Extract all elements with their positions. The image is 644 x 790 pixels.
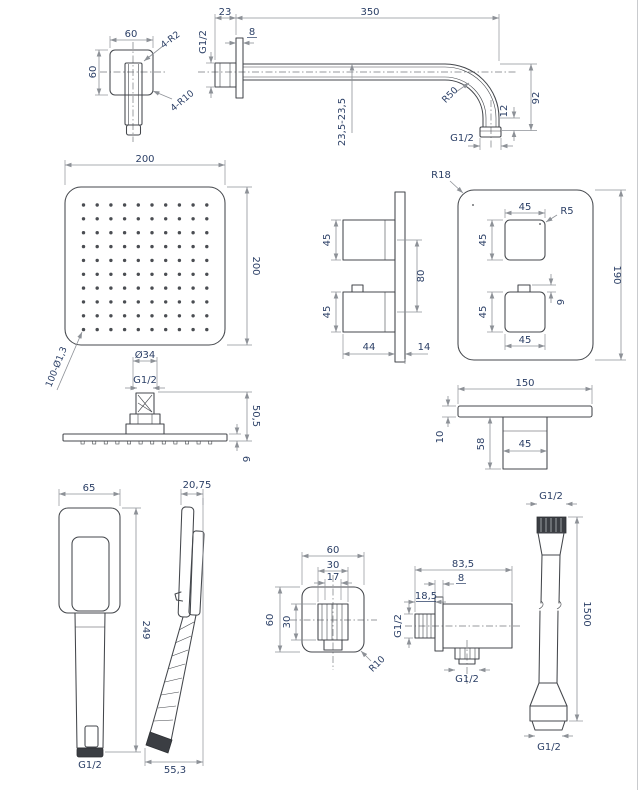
- dim-outlet-bore: 17: [327, 572, 340, 583]
- dim-plate-knob-width-top: 45: [519, 202, 532, 213]
- outlet-thread-hatch: [321, 604, 343, 640]
- dim-outlet-inner-width: 30: [327, 560, 340, 571]
- dim-outlet-outlet-thread: G1/2: [455, 674, 479, 685]
- view-handshower-side: 20,75 55,3: [144, 480, 212, 776]
- label-plate-knob-radius: R5: [560, 206, 573, 217]
- view-valve-top: 150 10 58 45: [435, 378, 593, 470]
- dim-top-knob: 45: [519, 439, 532, 450]
- hose-nut-knurl: [540, 518, 562, 532]
- dim-arm-offset: 23: [219, 7, 232, 18]
- dim-escutcheon-width: 60: [125, 29, 138, 40]
- dim-plate-tab: 6: [554, 299, 565, 305]
- dim-top-plate: 10: [435, 431, 446, 444]
- outlet-inlet-thread: [418, 614, 432, 638]
- dim-outlet-width: 60: [327, 545, 340, 556]
- dim-arm-outlet-thread: G1/2: [450, 133, 474, 144]
- dim-arm-length: 350: [360, 7, 379, 18]
- dim-plate-height: 190: [611, 265, 622, 284]
- view-head-side: Ø34 G1/2 50,5 6: [62, 349, 261, 462]
- label-escutcheon-outer-radius: 4-R10: [168, 88, 196, 114]
- dim-handshower-width: 65: [83, 483, 96, 494]
- dim-arm-flange: 8: [249, 27, 255, 38]
- dim-escutcheon-height: 60: [88, 66, 99, 79]
- label-head-nozzles: 100-Ø1,3: [44, 345, 70, 389]
- dim-handshower-thread: G1/2: [78, 760, 102, 771]
- outlet-bottom-thread: [459, 648, 476, 659]
- dim-outlet-inlet-length: 18,5: [415, 591, 437, 602]
- dim-arm-tube: 23,5-23,5: [337, 98, 348, 146]
- dim-handshower-length: 249: [140, 620, 151, 639]
- label-escutcheon-inner-radius: 4-R2: [159, 29, 183, 51]
- view-valve-front: R18 45 R5 45 6 45 45 190: [431, 170, 626, 361]
- dim-valve-spacing: 80: [416, 270, 427, 283]
- dim-plate-knob-height-bottom: 45: [478, 306, 489, 319]
- dim-head-width: 200: [135, 154, 154, 165]
- view-outlet-side: 83,5 8 18,5 G1/2 G1/2: [393, 559, 522, 685]
- view-outlet-front: 60 30 17 60 30 R10: [265, 545, 388, 675]
- dim-arm-tip: 12: [499, 105, 510, 118]
- handle-knurl: [153, 621, 195, 722]
- dim-handshower-top-width: 20,75: [183, 480, 212, 491]
- nozzle-row: [80, 440, 213, 445]
- dim-head-height: 200: [250, 256, 261, 275]
- dim-outlet-flange: 8: [458, 573, 464, 584]
- dim-valve-depth: 44: [363, 342, 376, 353]
- label-plate-corner: R18: [431, 170, 451, 181]
- view-escutcheon: 60 60 4-R2 4-R10: [88, 29, 196, 142]
- dim-valve-knob-top: 45: [322, 234, 333, 247]
- dim-head-plate-thickness: 6: [240, 456, 251, 462]
- dim-outlet-height: 60: [265, 614, 276, 627]
- view-handshower-front: 65 249 G1/2: [58, 483, 151, 771]
- dim-handshower-bottom-width: 55,3: [164, 765, 186, 776]
- dim-outlet-inner-height: 30: [282, 616, 293, 629]
- dim-outlet-inlet-thread: G1/2: [393, 614, 404, 638]
- dim-plate-knob-width-bottom: 45: [519, 335, 532, 346]
- dim-head-hub-diameter: Ø34: [135, 349, 156, 361]
- nozzle-grid: [81, 203, 209, 332]
- dim-hose-length: 1500: [581, 601, 592, 626]
- dim-hose-top-thread: G1/2: [539, 491, 563, 502]
- dim-arm-drop: 92: [531, 92, 542, 105]
- dim-head-thread: G1/2: [133, 375, 157, 386]
- dim-head-height-side: 50,5: [250, 405, 261, 427]
- dim-arm-inlet-thread: G1/2: [198, 30, 209, 54]
- dim-outlet-length: 83,5: [452, 559, 474, 570]
- view-hose: G1/2 1500 G1/2: [524, 491, 592, 753]
- dim-top-depth: 58: [476, 438, 487, 451]
- label-outlet-corner: R10: [367, 654, 388, 675]
- view-valve-side: 45 45 80 44 14: [322, 191, 431, 364]
- dim-top-width: 150: [515, 378, 534, 389]
- dim-plate-knob-height-top: 45: [478, 234, 489, 247]
- dim-hose-bottom-thread: G1/2: [537, 742, 561, 753]
- dim-valve-knob-bottom: 45: [322, 306, 333, 319]
- dim-valve-plate: 14: [418, 342, 431, 353]
- label-arm-bend-radius: R50: [440, 85, 461, 106]
- view-shower-arm: 23 350 8 G1/2 23,5-23,5 R50 92 12 G1/2: [198, 7, 542, 150]
